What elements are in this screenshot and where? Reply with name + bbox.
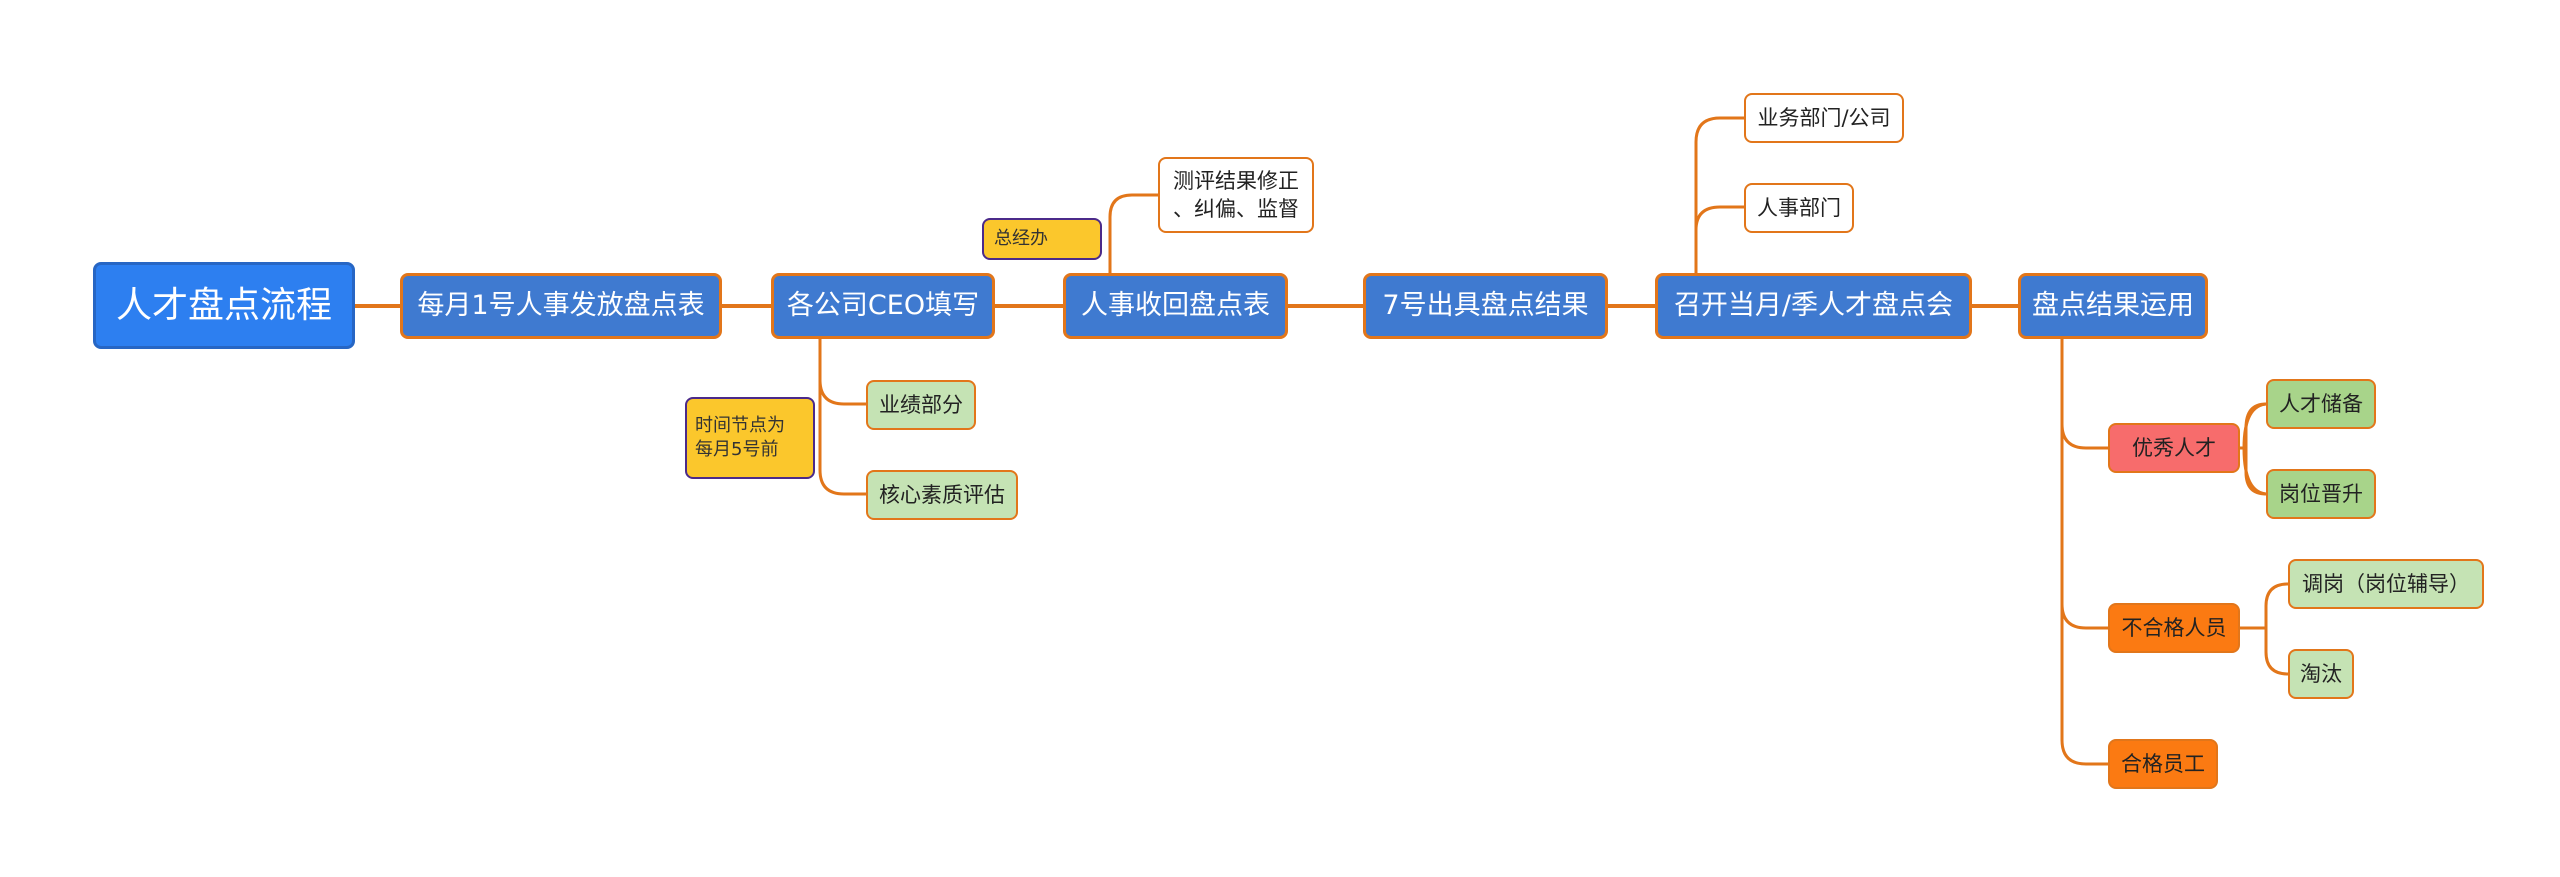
- child-label: 合格员工: [2121, 751, 2205, 776]
- note-line: 时间节点为: [695, 414, 785, 436]
- child-label: 人事部门: [1757, 195, 1841, 220]
- child-qualified[interactable]: 合格员工: [2108, 739, 2218, 789]
- ceo-branch-connector: [818, 337, 868, 496]
- note-label: 总经办: [994, 227, 1048, 249]
- application-branch-connector: [2060, 337, 2110, 766]
- child-result-correction[interactable]: 测评结果修正 、纠偏、监督: [1158, 157, 1314, 233]
- child-label-line: 测评结果修正: [1173, 168, 1299, 193]
- child-talent-reserve[interactable]: 人才储备: [2266, 379, 2376, 429]
- application-branch-connector-3: [2060, 602, 2110, 630]
- child-label: 业绩部分: [879, 392, 963, 417]
- root-topic[interactable]: 人才盘点流程: [93, 262, 355, 349]
- child-label: 岗位晋升: [2279, 481, 2363, 506]
- child-label: 人才储备: [2279, 391, 2363, 416]
- step-apply-results[interactable]: 盘点结果运用: [2018, 273, 2208, 339]
- excellent-branch-connector-2: [2242, 446, 2269, 496]
- step-review-meeting[interactable]: 召开当月/季人才盘点会: [1655, 273, 1972, 339]
- step-ceo-fill[interactable]: 各公司CEO填写: [771, 273, 995, 339]
- root-topic-label: 人才盘点流程: [115, 285, 332, 326]
- application-branch-connector-2: [2060, 422, 2110, 450]
- child-performance[interactable]: 业绩部分: [866, 380, 976, 430]
- child-label: 不合格人员: [2121, 615, 2227, 640]
- step-label: 人事收回盘点表: [1081, 290, 1270, 322]
- step-collect-sheet[interactable]: 人事收回盘点表: [1063, 273, 1288, 339]
- excellent-branch-bottom: [2244, 446, 2268, 496]
- note-line: 每月5号前: [695, 439, 779, 460]
- unqualified-branch-bottom: [2264, 626, 2290, 676]
- child-label: 核心素质评估: [879, 482, 1005, 507]
- general-office-note[interactable]: 总经办: [982, 218, 1102, 260]
- meeting-branch-connector: [1694, 116, 1746, 275]
- child-eliminate[interactable]: 淘汰: [2288, 649, 2354, 699]
- excellent-branch-connector: [2238, 402, 2269, 450]
- meeting-branch-connector-2: [1694, 205, 1746, 232]
- step-label: 盘点结果运用: [2032, 290, 2194, 322]
- step-label: 每月1号人事发放盘点表: [417, 290, 705, 322]
- unqualified-branch-top: [2238, 582, 2290, 630]
- child-label: 淘汰: [2300, 661, 2342, 686]
- child-label: 调岗（岗位辅导）: [2302, 571, 2470, 596]
- step-label: 各公司CEO填写: [786, 290, 980, 322]
- deadline-note[interactable]: 时间节点为 每月5号前: [685, 397, 815, 479]
- child-unqualified[interactable]: 不合格人员: [2108, 603, 2240, 653]
- step-distribute-sheet[interactable]: 每月1号人事发放盘点表: [400, 273, 722, 339]
- step-label: 7号出具盘点结果: [1382, 290, 1589, 322]
- ceo-branch-connector-2: [818, 378, 868, 406]
- child-business-dept[interactable]: 业务部门/公司: [1744, 93, 1904, 143]
- step-label: 召开当月/季人才盘点会: [1673, 290, 1954, 322]
- child-label: 业务部门/公司: [1757, 105, 1891, 130]
- child-core-competency[interactable]: 核心素质评估: [866, 470, 1018, 520]
- child-label-line: 、纠偏、监督: [1173, 197, 1299, 221]
- child-transfer[interactable]: 调岗（岗位辅导）: [2288, 559, 2484, 609]
- child-excellent-talent[interactable]: 优秀人才: [2108, 423, 2240, 473]
- child-label: 优秀人才: [2132, 435, 2216, 460]
- child-promotion[interactable]: 岗位晋升: [2266, 469, 2376, 519]
- step-issue-results[interactable]: 7号出具盘点结果: [1363, 273, 1608, 339]
- excellent-branch-top: [2238, 402, 2268, 450]
- collect-branch-connector: [1108, 193, 1160, 275]
- child-hr-dept[interactable]: 人事部门: [1744, 183, 1854, 233]
